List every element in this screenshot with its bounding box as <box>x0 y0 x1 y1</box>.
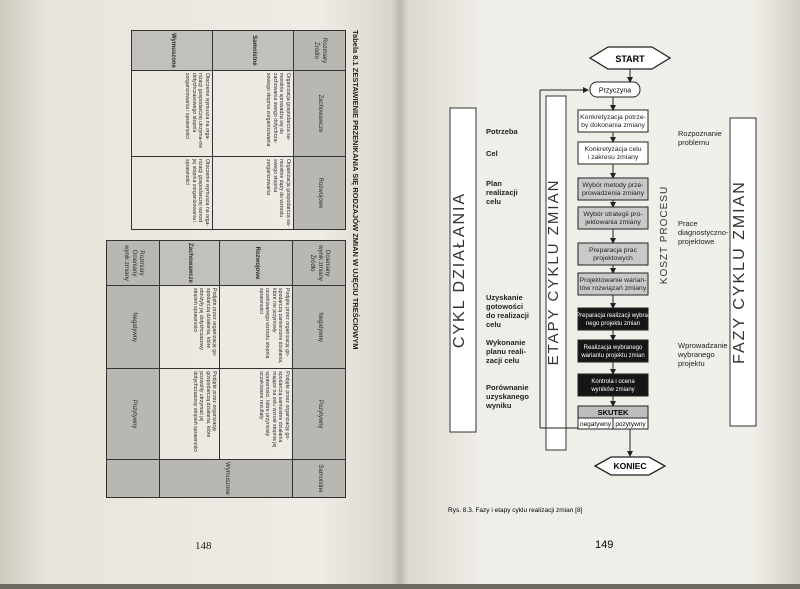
cycle-label: Porównanie <box>486 383 529 392</box>
step-label: Wybór metody prze- <box>582 182 643 189</box>
cycle-label: Potrzeba <box>486 127 519 136</box>
phase-label: Prace <box>678 219 698 228</box>
col-header: Pozytywny <box>106 368 160 460</box>
table-cell: Otoczenie wymusza na orga-nizacji gospod… <box>131 70 213 157</box>
step-label: nego projektu zmian <box>586 321 640 327</box>
start-label: START <box>615 54 645 64</box>
stages-label: ETAPY CYKLU ZMIAN <box>545 179 562 366</box>
cycle-label: Wykonanie <box>486 338 525 347</box>
row-header: Wymuszone <box>131 30 213 71</box>
row-header: Rozwojowe <box>219 240 293 286</box>
step-label: Preparacja prac <box>589 247 638 254</box>
cycle-label: do realizacji <box>486 311 529 320</box>
phases-label: FAZY CYKLU ZMIAN <box>731 180 748 364</box>
step-label: i zakresu zmiany <box>588 154 639 161</box>
table-cell: Otoczenie wymusza na orga-nizacji gospod… <box>131 156 213 230</box>
table-cell: Podjęte przez organizację go-spodarczą z… <box>219 285 293 369</box>
step-list: Konkretyzacja potrze-by dokonania zmiany… <box>576 97 650 407</box>
col-header: Pozytywny <box>292 368 346 460</box>
negative-label: negatywny <box>580 421 612 428</box>
left-page: Tabela 8.1 ZESTAWIENIE PRZENIKANIA SIĘ R… <box>0 0 400 584</box>
phase-label: projektu <box>678 359 705 368</box>
cause-box <box>589 81 641 98</box>
cause-label: Przyczyna <box>599 88 631 95</box>
phase-label: projektowe <box>678 237 714 246</box>
left-labels: PotrzebaCelPlanrealizacjiceluUzyskaniego… <box>485 127 529 410</box>
cycle-action-label: CYKL DZIAŁANIA <box>451 192 468 348</box>
step-label: Kontrola i ocena <box>591 379 635 385</box>
page-number: 149 <box>595 539 613 551</box>
process-cost-label: KOSZT PROCESU <box>659 186 670 284</box>
table-corner: Rozmiary Źródło <box>293 30 346 71</box>
cycle-label: uzyskanego <box>486 392 529 401</box>
table-cell: Podjęte przez organizację go-spodarczą d… <box>159 285 220 369</box>
phase-label: wybranego <box>677 350 715 359</box>
col-header <box>106 459 160 498</box>
start-shape <box>588 46 672 70</box>
table-corner: Ocieniany wynik zmiany Źródło <box>292 240 346 286</box>
table-cell: Podjęte przez organizację gospodarczą dz… <box>159 368 220 460</box>
table-caption: Tabela 8.1 ZESTAWIENIE PRZENIKANIA SIĘ R… <box>351 30 360 350</box>
end-label: KONIEC <box>613 461 646 471</box>
step-label: Konkretyzacja celu <box>584 146 641 153</box>
table-corner: Rozmiary Ocieniany wynik zmiany <box>106 240 160 286</box>
cycle-label: gotowości <box>486 302 523 311</box>
phase-label: diagnostyczno- <box>678 228 729 237</box>
phase-label: Rozpoznanie <box>678 129 722 138</box>
step-label: projektowych <box>593 255 633 262</box>
cycle-label: planu reali- <box>486 347 527 356</box>
col-header: Rozwojowe <box>293 156 346 230</box>
step-label: prowadzenia zmiany <box>582 190 645 197</box>
positive-label: pozytywny <box>615 421 646 428</box>
effect-label: SKUTEK <box>598 408 629 417</box>
cycle-action-box <box>449 107 477 433</box>
stages-box <box>545 95 567 451</box>
step-label: tów rozwiązań zmiany <box>580 285 647 292</box>
step-label: wyników zmiany <box>590 387 634 393</box>
step-label: by dokonania zmiany <box>581 122 645 129</box>
cycle-label: realizacji <box>486 188 518 197</box>
page-number: 148 <box>195 540 212 552</box>
cycle-label: Uzyskanie <box>486 293 523 302</box>
cycle-label: Plan <box>486 179 502 188</box>
row-header: Samoistne <box>212 30 294 71</box>
step-label: Wybór strategii pro- <box>583 211 642 218</box>
flowchart: CYKL DZIAŁANIA FAZY CYKLU ZMIAN ETAPY CY… <box>448 46 757 551</box>
cycle-label: wyniku <box>485 401 512 410</box>
col-header: Negatywny <box>292 285 346 369</box>
table-cell: Organizacja gospodarcza sa-moistnie spro… <box>212 70 294 157</box>
col-header: Samoistne <box>292 459 346 498</box>
step-label: jektowania zmiany <box>584 219 641 226</box>
cycle-label: Cel <box>486 149 498 158</box>
cycle-label: celu <box>486 197 501 206</box>
phase-label: problemu <box>678 138 709 147</box>
step-label: Konkretyzacja potrze- <box>580 114 646 121</box>
end-shape <box>593 456 667 476</box>
table-cell: Podjęte przez organizację go-spodarczą s… <box>219 368 293 460</box>
step-label: wariantu projektu zmian <box>580 353 644 359</box>
row-header: Zachowawcze <box>159 240 220 286</box>
col-header: Zachowawcze <box>293 70 346 157</box>
figure-caption: Rys. 8.3. Fazy i etapy cyklu realizacji … <box>448 507 583 514</box>
right-page: CYKL DZIAŁANIA FAZY CYKLU ZMIAN ETAPY CY… <box>400 0 800 584</box>
table-change-types: Rozmiary Źródło Zachowawcze Rozwojowe Sa… <box>131 30 346 230</box>
phase-label: Wprowadzanie <box>678 341 728 350</box>
rotated-table-block: Tabela 8.1 ZESTAWIENIE PRZENIKANIA SIĘ R… <box>100 30 360 500</box>
step-label: Projektowanie warian- <box>580 277 647 284</box>
col-header: Negatywny <box>106 285 160 369</box>
step-label: Preparacja realizacji wybra- <box>576 313 650 319</box>
right-labels: RozpoznanieproblemuPracediagnostyczno-pr… <box>677 129 729 368</box>
phases-box <box>729 117 757 427</box>
col-header: Wymuszone <box>159 459 293 498</box>
table-change-results: Ocieniany wynik zmiany Źródło Negatywny … <box>106 240 346 498</box>
step-label: Realizacja wybranego <box>584 345 643 351</box>
table-cell: Organizacja gospodarcza sa-moistnie dąży… <box>212 156 294 230</box>
cycle-label: zacji celu <box>486 356 520 365</box>
cycle-label: celu <box>486 320 501 329</box>
